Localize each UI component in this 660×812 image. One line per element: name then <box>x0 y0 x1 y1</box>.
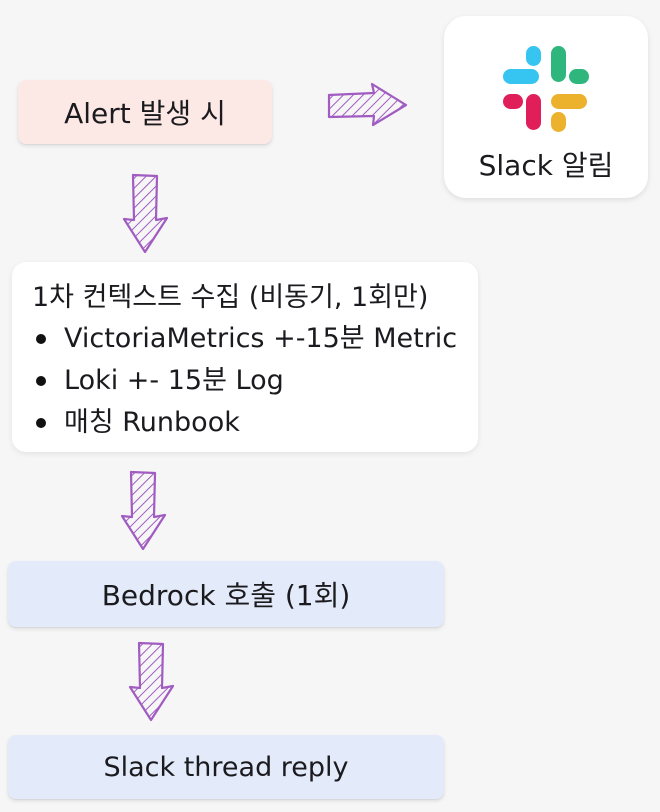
slack-logo-icon <box>503 46 589 132</box>
bedrock-call-node: Bedrock 호출 (1회) <box>8 561 444 627</box>
slack-thread-reply-label: Slack thread reply <box>103 751 349 783</box>
list-item-label: VictoriaMetrics +-15분 Metric <box>64 323 458 354</box>
arrow-down-icon <box>128 641 175 722</box>
alert-node: Alert 발생 시 <box>18 80 272 144</box>
context-source-list: VictoriaMetrics +-15분 Metric Loki +- 15분… <box>32 318 457 444</box>
list-item-label: 매칭 Runbook <box>64 407 240 438</box>
slack-alert-label: Slack 알림 <box>478 149 614 182</box>
bullet-icon <box>36 376 46 386</box>
list-item: Loki +- 15분 Log <box>32 360 457 402</box>
list-item: VictoriaMetrics +-15분 Metric <box>32 318 457 360</box>
alert-node-label: Alert 발생 시 <box>64 97 226 130</box>
arrow-right-icon <box>327 82 408 127</box>
arrow-down-icon <box>122 173 169 254</box>
list-item-label: Loki +- 15분 Log <box>64 365 284 396</box>
arrow-down-icon <box>120 470 167 551</box>
context-collection-title: 1차 컨텍스트 수집 (비동기, 1회만) <box>32 282 429 313</box>
slack-alert-node: Slack 알림 <box>444 16 648 198</box>
slack-thread-reply-node: Slack thread reply <box>8 735 444 799</box>
bedrock-call-label: Bedrock 호출 (1회) <box>101 579 351 612</box>
list-item: 매칭 Runbook <box>32 402 457 444</box>
bullet-icon <box>36 334 46 344</box>
context-collection-node: 1차 컨텍스트 수집 (비동기, 1회만) VictoriaMetrics +-… <box>12 262 478 452</box>
bullet-icon <box>36 418 46 428</box>
